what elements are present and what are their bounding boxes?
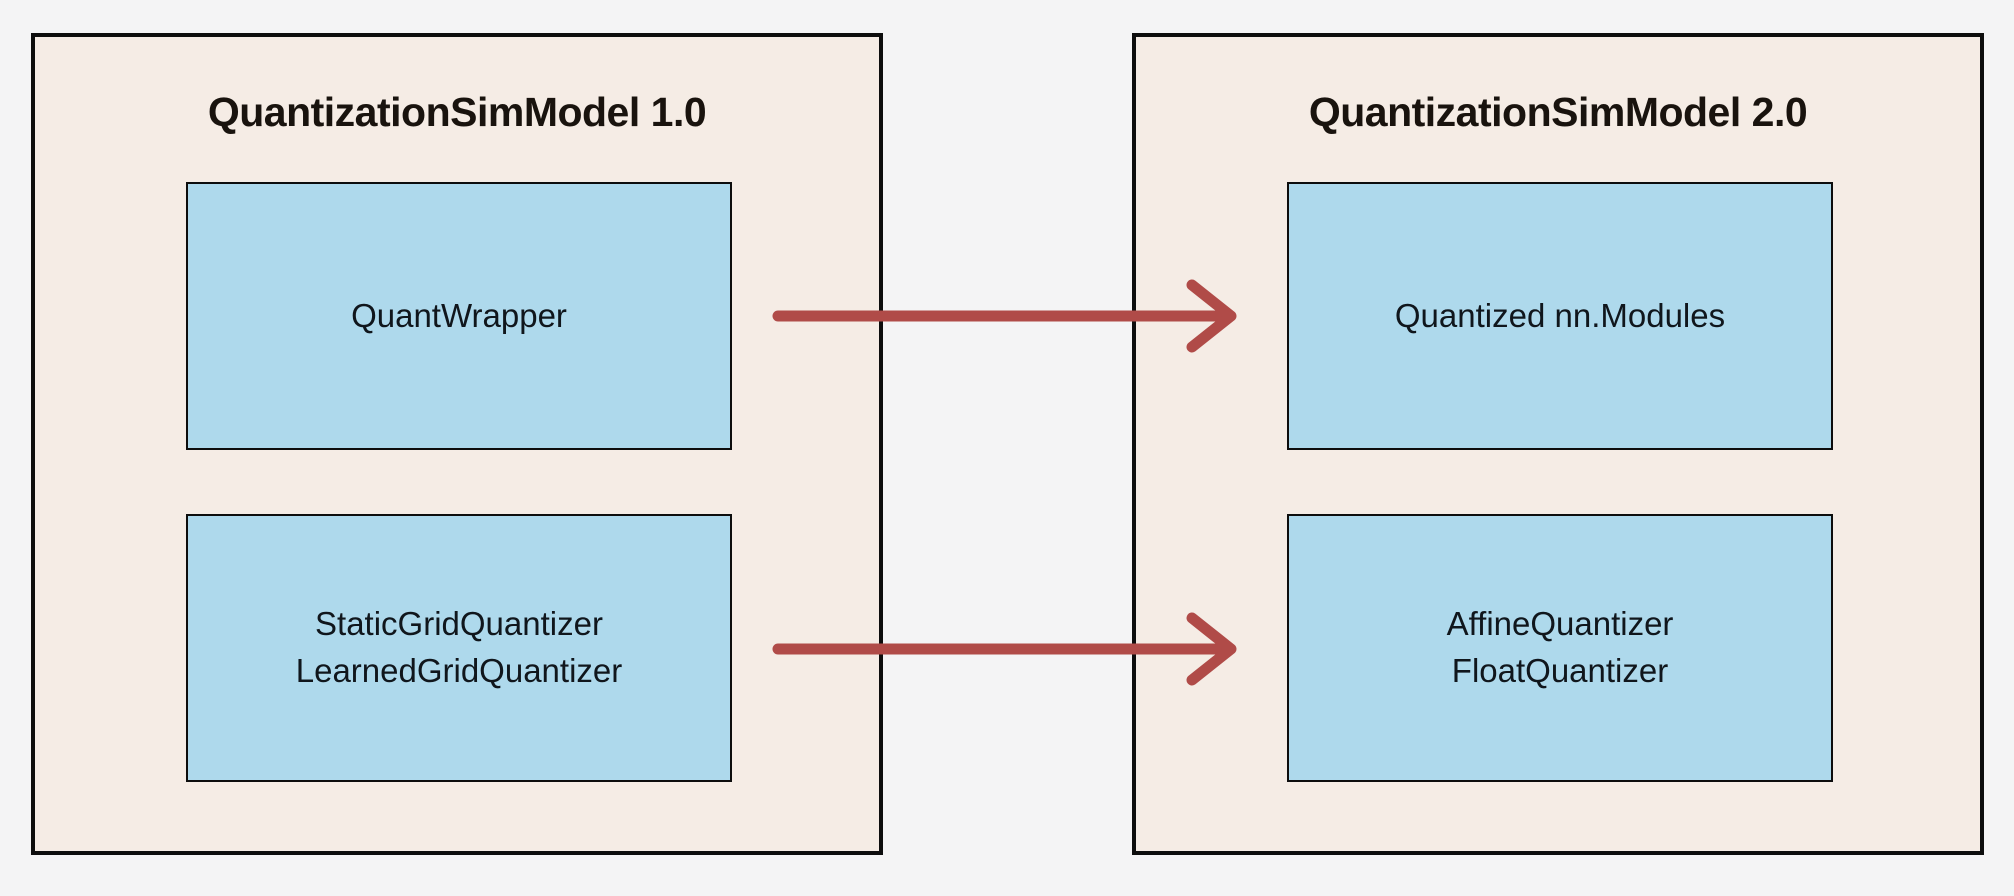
box-label-line: AffineQuantizer [1446, 605, 1674, 643]
box-grid-quantizers: StaticGridQuantizer LearnedGridQuantizer [186, 514, 732, 782]
box-label-line: LearnedGridQuantizer [295, 652, 623, 689]
box-label-line: FloatQuantizer [1451, 652, 1669, 689]
box-label-line: StaticGridQuantizer [315, 605, 603, 643]
box-affine-float-quantizers: AffineQuantizer FloatQuantizer [1287, 514, 1833, 782]
box-label-line: QuantWrapper [351, 296, 567, 334]
panel-title-v1: QuantizationSimModel 1.0 [207, 89, 707, 135]
panel-quantizationsimmodel-1: QuantizationSimModel 1.0 QuantWrapper St… [31, 33, 883, 855]
box-quantwrapper: QuantWrapper [186, 182, 732, 450]
panel-quantizationsimmodel-2: QuantizationSimModel 2.0 Quantized nn.Mo… [1132, 33, 1984, 855]
box-quantized-nn-modules: Quantized nn.Modules [1287, 182, 1833, 450]
box-label-line: Quantized nn.Modules [1394, 296, 1726, 334]
panel-title-v2: QuantizationSimModel 2.0 [1308, 89, 1808, 135]
